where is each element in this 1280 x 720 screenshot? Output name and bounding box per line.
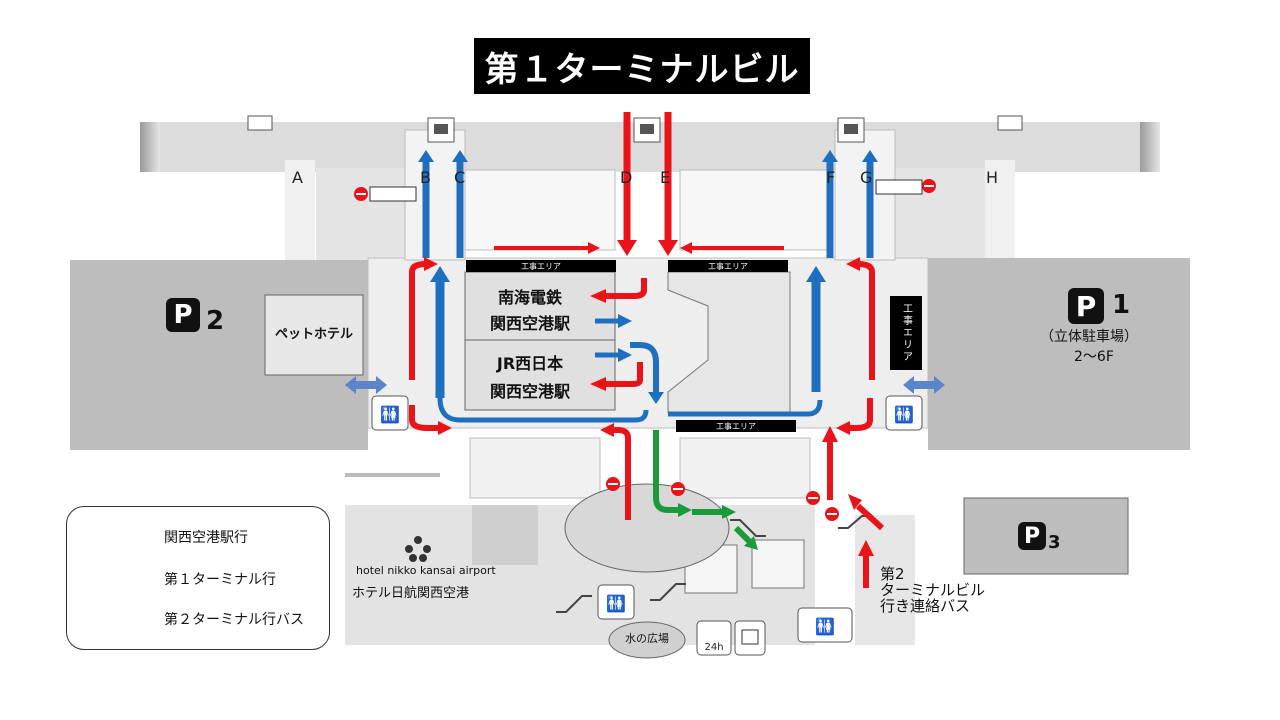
parking-p3-badge: P <box>1018 522 1046 550</box>
gate-g[interactable]: G <box>860 168 873 187</box>
toilet-icon: 🚻 <box>885 395 923 431</box>
hotel-name-ja: ホテル日航関西空港 <box>352 586 470 601</box>
24h-icon: 24h <box>696 620 732 656</box>
gate-h[interactable]: H <box>986 168 999 187</box>
construction-label: 工事エリア <box>676 420 796 432</box>
gate-c[interactable]: C <box>454 168 466 187</box>
bus-terminal2-label: 第2 ターミナルビル 行き連絡バス <box>880 565 986 615</box>
corridor-h <box>985 160 1015 260</box>
main-hall <box>367 257 929 429</box>
atm-icon <box>997 115 1023 131</box>
nankai-line-name: 南海電鉄 <box>497 288 562 307</box>
gate-d[interactable]: D <box>620 168 633 187</box>
nankai-station-name: 関西空港駅 <box>489 314 570 333</box>
legend-label-red: 関西空港駅行 <box>164 530 248 546</box>
parking-p3-building[interactable] <box>963 497 1129 575</box>
water-plaza-sign <box>608 621 686 659</box>
corridor-a <box>285 160 315 260</box>
parking-p1-floors: 2～6F <box>1074 349 1114 365</box>
gate-b[interactable]: B <box>420 168 431 187</box>
parking-p1-badge: P <box>1068 288 1104 324</box>
legend-label-blue: 第１ターミナル行 <box>164 572 276 588</box>
no-entry-icon <box>806 491 820 505</box>
no-entry-icon <box>825 507 839 521</box>
green-routes <box>653 430 753 545</box>
hotel-name-en: hotel nikko kansai airport <box>356 564 496 577</box>
jr-line-name: JR西日本 <box>496 354 564 373</box>
nankai-station-block[interactable] <box>464 271 616 341</box>
atm-icon <box>633 117 661 143</box>
parking-p1-number: 1 <box>1112 290 1131 320</box>
p2-connector-arrow <box>345 376 387 394</box>
luggage-icon <box>734 620 766 656</box>
water-plaza-label: 水の広場 <box>625 632 669 645</box>
water-plaza-circle <box>564 483 730 573</box>
toilet-icon: 🚻 <box>597 584 635 620</box>
parking-p2-number: 2 <box>206 306 225 336</box>
construction-label-vertical: 工事エリア <box>890 296 922 370</box>
parking-p2-badge: P <box>166 298 200 332</box>
svg-text:🚻: 🚻 <box>815 617 835 636</box>
toilet-icon: 🚻 <box>797 607 853 643</box>
pet-hotel-label: ペットホテル <box>274 327 353 342</box>
svg-text:🚻: 🚻 <box>894 405 914 424</box>
pet-hotel-block[interactable] <box>264 294 364 376</box>
atm-icon <box>837 117 865 143</box>
station-concourse <box>667 271 791 413</box>
svg-text:🚻: 🚻 <box>380 405 400 424</box>
no-entry-icon <box>875 179 936 195</box>
no-entry-icon <box>606 477 620 491</box>
toilet-icon: 🚻 <box>371 395 409 431</box>
p1-connector-arrow <box>903 376 945 394</box>
jr-station-block[interactable] <box>464 339 616 411</box>
parking-p3-number: 3 <box>1048 532 1061 553</box>
blue-routes <box>422 160 874 423</box>
svg-text:24h: 24h <box>704 642 723 653</box>
parking-p1-subtitle: （立体駐車場） <box>1040 329 1138 345</box>
hotel-logo-icon <box>405 536 431 562</box>
svg-text:🚻: 🚻 <box>606 594 626 613</box>
construction-label: 工事エリア <box>466 260 616 272</box>
gate-e[interactable]: E <box>660 168 671 187</box>
gate-f[interactable]: F <box>826 168 836 187</box>
page-title: 第１ターミナルビル <box>474 38 810 94</box>
red-routes <box>409 112 885 588</box>
legend-label-green: 第２ターミナル行バス <box>164 612 304 628</box>
jr-station-name: 関西空港駅 <box>489 382 570 401</box>
route-legend <box>66 506 330 650</box>
parking-p1-building[interactable] <box>928 258 1190 450</box>
no-entry-icon <box>354 186 417 202</box>
no-entry-icon <box>671 482 685 496</box>
construction-label: 工事エリア <box>668 260 788 272</box>
gate-a[interactable]: A <box>292 168 303 187</box>
atm-icon <box>427 117 455 143</box>
atm-icon <box>247 115 273 131</box>
